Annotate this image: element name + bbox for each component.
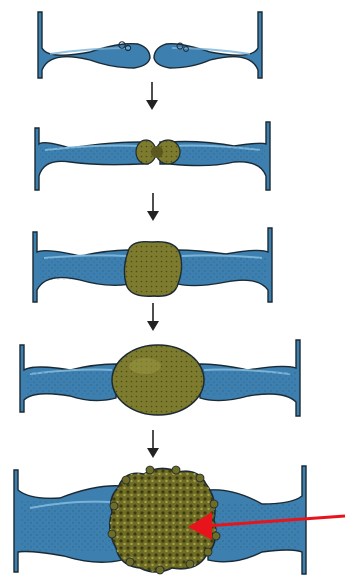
stage-5 [14, 466, 306, 574]
down-arrow-icon [146, 82, 158, 110]
enlarging-zygote [112, 345, 204, 415]
left-hypha [38, 12, 150, 78]
down-arrow-icon [147, 430, 159, 458]
young-zygote [124, 242, 181, 297]
down-arrow-icon [147, 193, 159, 221]
right-hypha [154, 12, 262, 78]
stage-3 [33, 228, 272, 302]
fusing-gametangia [136, 140, 180, 164]
stage-2 [35, 122, 270, 190]
stage-4 [20, 340, 300, 416]
stage-1 [38, 12, 262, 78]
down-arrow-icon [147, 303, 159, 331]
